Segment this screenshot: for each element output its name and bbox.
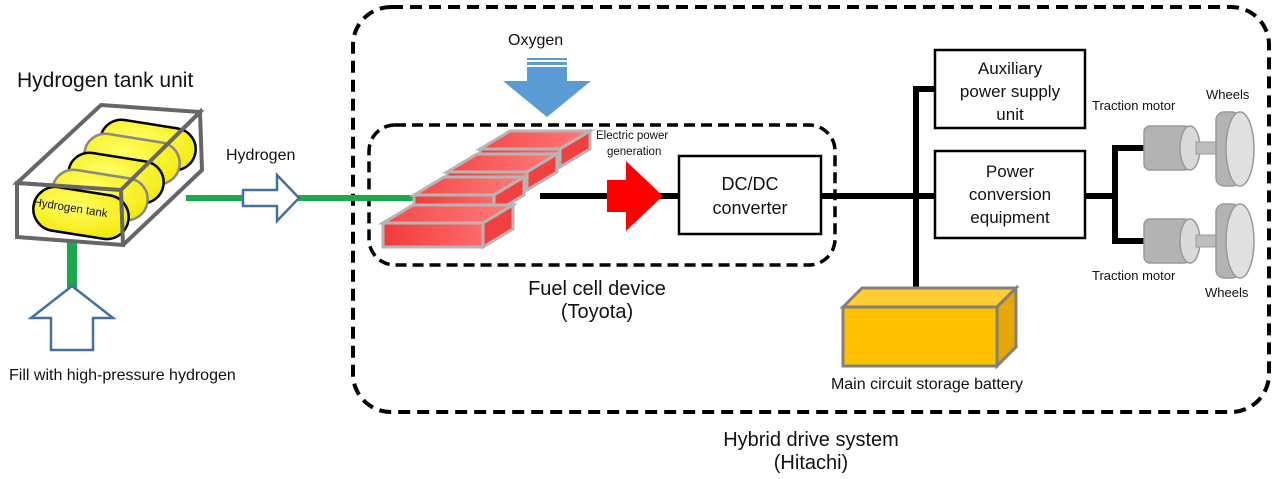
hydrogen-flow-label: Hydrogen [226, 147, 295, 164]
fuel-cell-stacks [377, 128, 596, 250]
fill-label: Fill with high-pressure hydrogen [9, 367, 236, 384]
wheels-bottom-label: Wheels [1205, 285, 1249, 300]
wheels-top-label: Wheels [1206, 87, 1250, 102]
traction-motor-bottom-label: Traction motor [1092, 268, 1176, 283]
pce-label-line3: equipment [970, 208, 1050, 227]
oxygen-label: Oxygen [508, 32, 563, 49]
wheel-bottom [1215, 203, 1255, 279]
dcdc-label-line2: converter [712, 198, 787, 218]
pce-label-line2: conversion [969, 185, 1051, 204]
auxiliary-power-supply-box: Auxiliary power supply unit [933, 48, 1087, 130]
fuel-cell-device-label: Fuel cell device [528, 278, 666, 300]
fill-arrow-icon [27, 284, 117, 352]
pce-label-line1: Power [986, 162, 1035, 181]
generation-label: generation [607, 146, 661, 158]
power-conversion-equipment-box: Power conversion equipment [933, 149, 1087, 240]
fuel-cell-maker-label: (Toyota) [561, 301, 633, 323]
storage-battery [839, 284, 1020, 370]
hybrid-drive-maker-label: (Hitachi) [774, 452, 848, 474]
oxygen-arrow-icon [503, 58, 591, 117]
wheel-top [1215, 111, 1255, 187]
dcdc-converter-box: DC/DC converter [677, 154, 823, 236]
aux-label-line3: unit [996, 105, 1024, 124]
hydrogen-tank-unit-label: Hydrogen tank unit [17, 69, 193, 92]
aux-label-line1: Auxiliary [978, 59, 1043, 78]
hybrid-drive-system-label: Hybrid drive system [723, 429, 899, 451]
battery-label: Main circuit storage battery [831, 376, 1023, 393]
power-generation-arrow-icon [607, 161, 663, 231]
motor-feed-lines [1112, 145, 1144, 244]
dcdc-label-line1: DC/DC [722, 174, 779, 194]
traction-motor-top-label: Traction motor [1092, 98, 1176, 113]
traction-motor-bottom [1143, 218, 1219, 264]
aux-label-line2: power supply [960, 82, 1061, 101]
hydrogen-flow-arrow-icon [241, 171, 301, 225]
hydrogen-tank-cylinders [32, 118, 197, 241]
hybrid-drive-system-boundary [351, 5, 1271, 414]
traction-motor-top [1143, 125, 1219, 171]
electric-power-label: Electric power [596, 130, 668, 142]
hydrogen-tank-unit: Hydrogen tank [12, 102, 205, 248]
